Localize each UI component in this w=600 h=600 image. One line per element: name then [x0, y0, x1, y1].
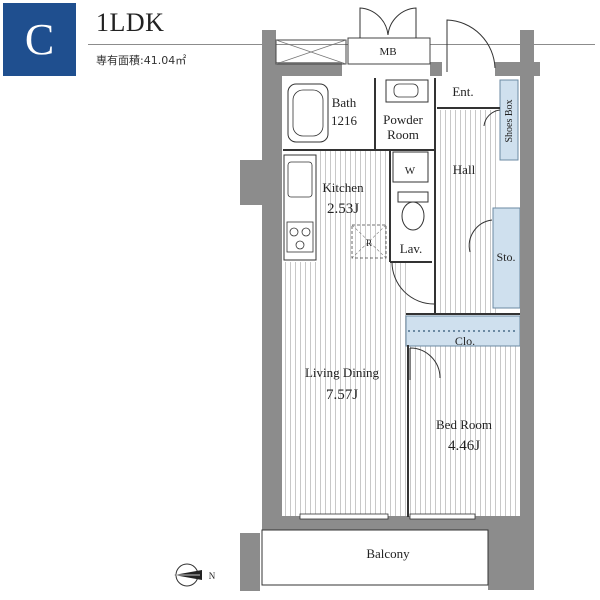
toilet-tank [397, 191, 429, 203]
compass-icon [174, 563, 202, 587]
header-divider [88, 44, 595, 45]
refrigerator-space [351, 224, 387, 259]
living-door [391, 261, 435, 305]
closet-label: Clo. [455, 334, 475, 348]
washer [392, 151, 429, 183]
meter-box [347, 37, 431, 65]
shoes-box-fill [499, 79, 519, 161]
toilet [401, 201, 425, 231]
living-dining-label: Living Dining [305, 365, 380, 380]
storage-fill [492, 207, 521, 309]
bedroom-floor [408, 345, 520, 517]
kitchen-counter [283, 154, 317, 261]
kitchen-sink [287, 161, 313, 198]
bathtub [287, 83, 329, 143]
lavatory-label: Lav. [400, 241, 423, 256]
interior-walls [283, 78, 520, 517]
compass-north-label: N [209, 571, 216, 581]
powder-room-label: Powder [383, 112, 423, 127]
living-dining-floor [283, 262, 408, 517]
outer-walls [240, 30, 540, 591]
storage-label: Sto. [496, 250, 515, 264]
bedroom-window [409, 513, 476, 520]
refrigerator-label: R [366, 238, 372, 248]
hall-label: Hall [453, 162, 476, 177]
meter-box-label: MB [379, 46, 396, 58]
bedroom-size: 4.46J [448, 438, 480, 454]
powder-sink [385, 79, 429, 103]
balcony-label: Balcony [366, 546, 410, 561]
bedroom-label: Bed Room [436, 417, 492, 432]
storage-door [468, 219, 493, 253]
living-dining-size: 7.57J [326, 387, 358, 403]
floor-area-label: 専有面積:41.04㎡ [96, 54, 187, 67]
powder-room-label-2: Room [387, 127, 419, 142]
washer-label: W [405, 165, 416, 177]
kitchen-size: 2.53J [327, 201, 359, 217]
balcony [261, 529, 489, 586]
bath-size: 1216 [331, 113, 358, 128]
kitchen-floor [318, 150, 390, 262]
entrance-door [446, 19, 496, 72]
meter-box-double-door [359, 7, 417, 38]
top-storage-strip [275, 39, 347, 65]
unit-badge: C [3, 3, 76, 76]
bedroom-door [409, 347, 441, 380]
kitchen-label: Kitchen [322, 180, 364, 195]
hall-floor [437, 110, 499, 315]
shoes-box-label: Shoes Box [504, 99, 515, 142]
entrance-label: Ent. [452, 84, 473, 99]
plan-type-title: 1LDK [96, 8, 165, 37]
living-window [299, 513, 389, 520]
kitchen-stove [286, 221, 314, 253]
shoes-box-door [483, 109, 501, 127]
bath-label: Bath [332, 95, 357, 110]
